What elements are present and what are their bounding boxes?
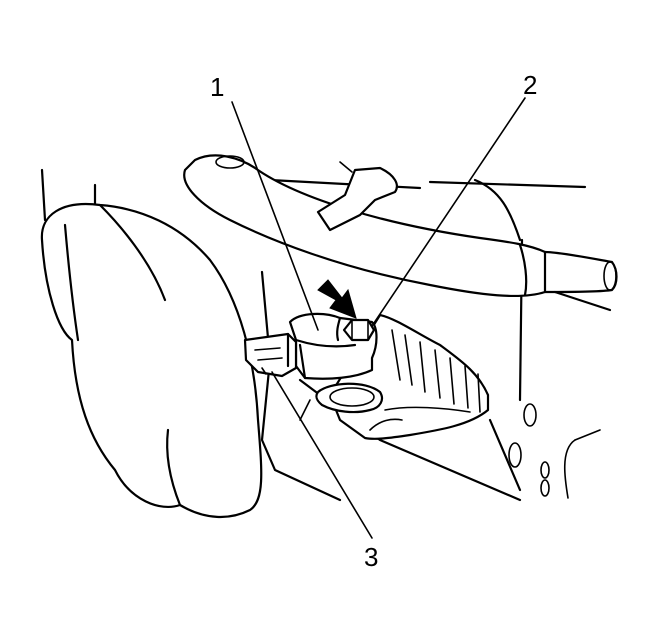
callout-1: 1: [210, 72, 224, 102]
arrow-icon: [317, 279, 357, 319]
block-holes: [508, 403, 550, 497]
mounting-boss: [315, 382, 384, 414]
callout-3: 3: [364, 542, 378, 572]
leader-lines: [231, 97, 526, 539]
callout-2: 2: [523, 70, 537, 100]
upper-tube: [183, 154, 618, 298]
intake-hose: [40, 168, 263, 519]
electrical-connector: [243, 332, 298, 378]
sensor-bolt: [342, 318, 376, 342]
tube-clip: [316, 161, 398, 232]
